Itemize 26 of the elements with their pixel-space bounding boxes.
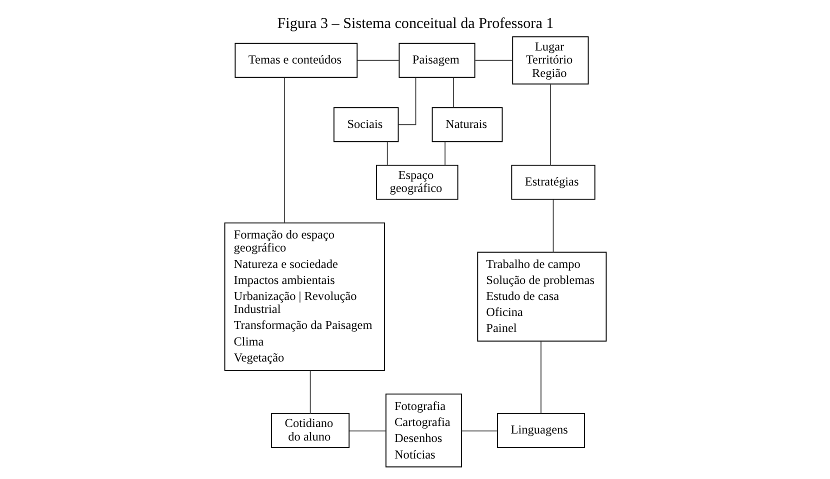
connector: [549, 84, 550, 166]
connector: [460, 430, 498, 432]
connector: [397, 77, 416, 126]
connector: [540, 340, 541, 414]
connector: [356, 60, 399, 61]
connector: [284, 77, 285, 224]
connector: [444, 141, 446, 166]
node-box: Linguagens: [496, 412, 584, 448]
node-box: Temas e conteúdos: [234, 42, 358, 78]
connector: [348, 430, 386, 432]
node-box: Fotografia Cartografia Desenhos Notícias: [384, 394, 462, 468]
node-box: Estratégias: [510, 164, 595, 200]
node-box: Lugar Território Região: [512, 36, 588, 84]
connector: [386, 141, 388, 166]
node-box: Sociais: [333, 107, 398, 142]
connector: [474, 60, 512, 61]
node-box: Naturais: [431, 107, 502, 142]
node-box: Formação do espaço geográfico Natureza e sociedade Impactos ambientais Urbanização | Revolução Industrial Transformação da Paisagem Clima Vegetação: [224, 222, 385, 371]
node-box: Espaço geográfico: [376, 164, 458, 200]
connector: [452, 77, 454, 108]
connector: [309, 370, 310, 414]
connector: [552, 198, 554, 253]
node-box: Trabalho de campo Solução de problemas Estudo de casa Oficina Painel: [476, 252, 606, 342]
node-box: Cotidiano do aluno: [270, 412, 350, 448]
node-box: Paisagem: [398, 42, 475, 78]
diagram-title: Figura 3 – Sistema conceitual da Professora 1: [276, 16, 554, 32]
